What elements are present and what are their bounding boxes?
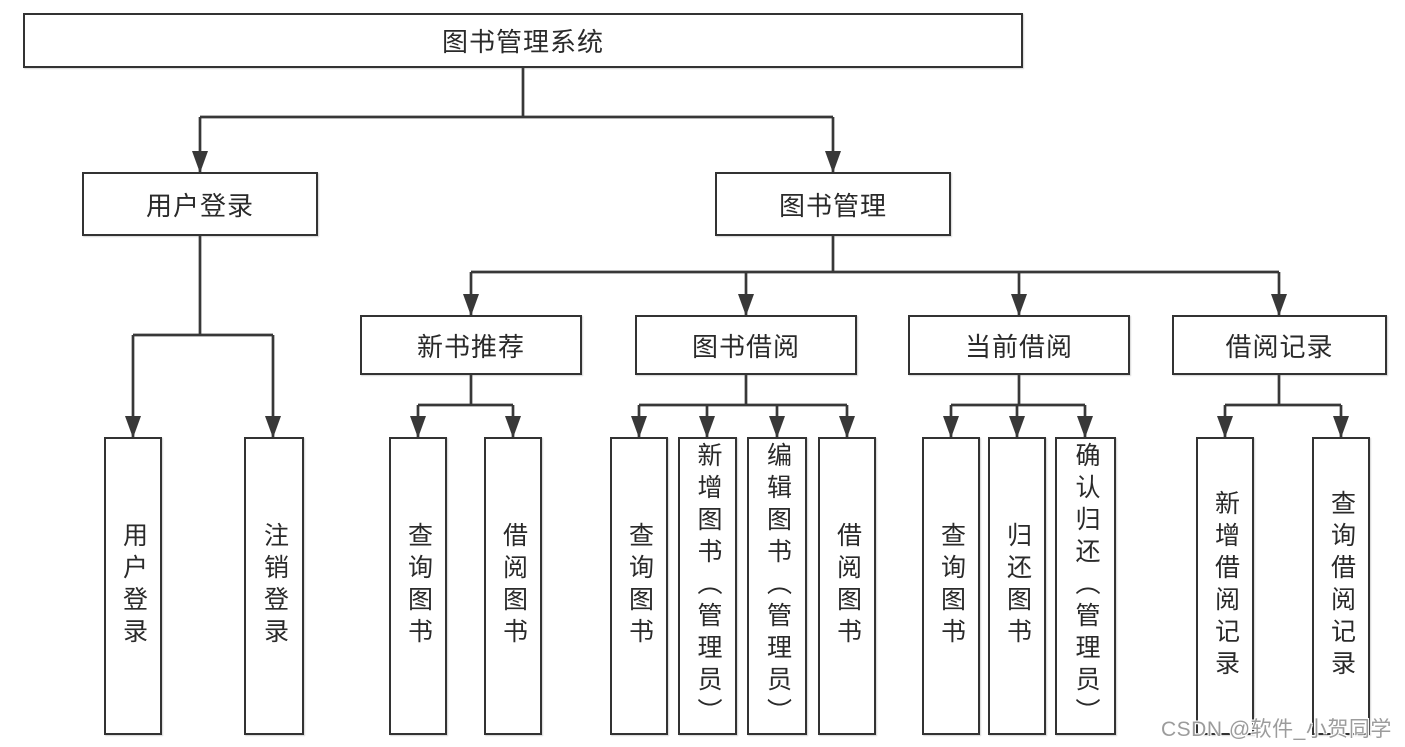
leaf-borrow-add-books-admin: 新增图书（管理员） (678, 437, 737, 735)
leaf-newbook-borrow-books: 借阅图书 (484, 437, 542, 735)
leaf-record-add-record: 新增借阅记录 (1196, 437, 1254, 735)
connector-arrow-lines (125, 117, 1349, 438)
node-root-system: 图书管理系统 (23, 13, 1023, 68)
leaf-record-query-record: 查询借阅记录 (1312, 437, 1370, 735)
leaf-borrow-query-books: 查询图书 (610, 437, 668, 735)
node-book-borrow: 图书借阅 (635, 315, 857, 375)
leaf-borrow-edit-books-admin: 编辑图书（管理员） (747, 437, 807, 735)
node-new-book-recommend: 新书推荐 (360, 315, 582, 375)
leaf-logout: 注销登录 (244, 437, 304, 735)
leaf-user-login: 用户登录 (104, 437, 162, 735)
node-borrow-record: 借阅记录 (1172, 315, 1387, 375)
connector-plain-lines (133, 68, 1341, 407)
node-book-management: 图书管理 (715, 172, 951, 236)
leaf-newbook-query-books: 查询图书 (389, 437, 447, 735)
node-current-borrow: 当前借阅 (908, 315, 1130, 375)
node-user-login: 用户登录 (82, 172, 318, 236)
csdn-watermark: CSDN @软件_小贺同学 (1161, 718, 1392, 741)
leaf-current-query-books: 查询图书 (922, 437, 980, 735)
leaf-current-return-books: 归还图书 (988, 437, 1046, 735)
leaf-current-confirm-return-admin: 确认归还（管理员） (1055, 437, 1116, 735)
leaf-borrow-borrow-books: 借阅图书 (818, 437, 876, 735)
